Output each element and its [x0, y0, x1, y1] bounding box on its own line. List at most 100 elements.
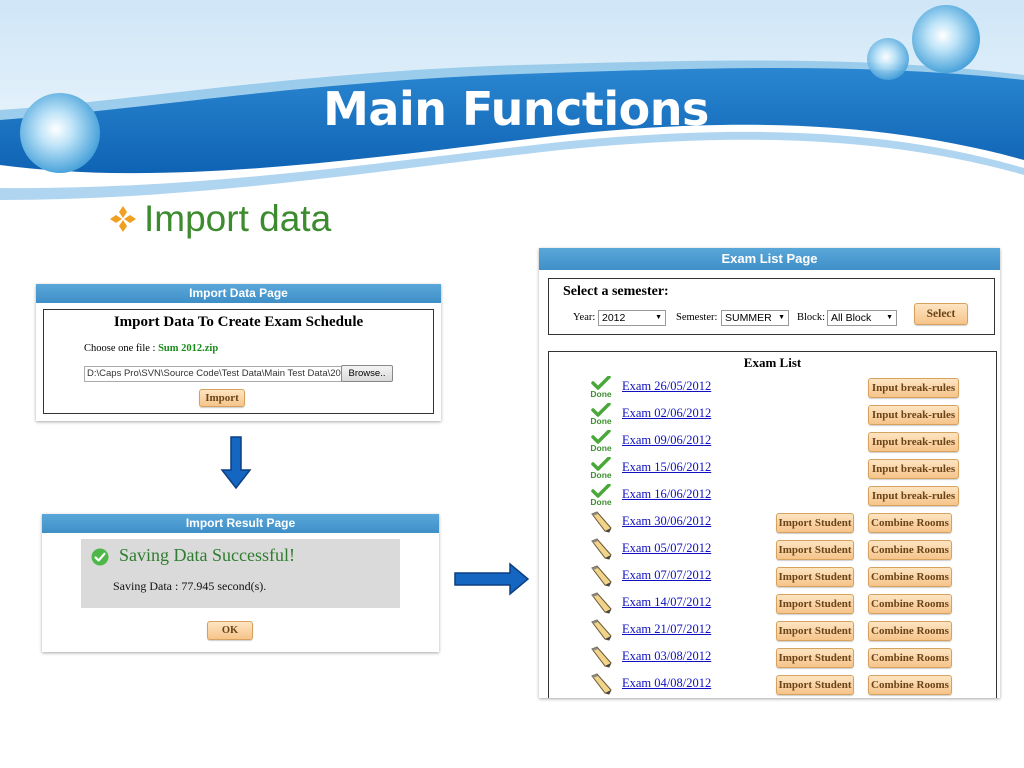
import-page-header: Import Data Page: [36, 284, 441, 303]
diamond-bullet-icon: [110, 206, 136, 232]
import-data-page: Import Data Page Import Data To Create E…: [36, 284, 441, 421]
exam-link[interactable]: Exam 03/08/2012: [622, 649, 712, 663]
semester-selector: Select a semester: Year: 2012 ▼ Semester:…: [548, 278, 995, 335]
import-result-page: Import Result Page Saving Data Successfu…: [42, 514, 439, 652]
exam-page-header: Exam List Page: [539, 248, 1000, 270]
input-break-rules-button[interactable]: Input break-rules: [868, 432, 959, 452]
exam-row: Exam 03/08/2012 Import Student Combine Roo…: [549, 644, 996, 671]
exam-link[interactable]: Exam 26/05/2012: [622, 379, 712, 393]
done-label: Done: [590, 497, 612, 506]
file-path-input[interactable]: D:\Caps Pro\SVN\Source Code\Test Data\Ma…: [84, 366, 342, 382]
result-page-header: Import Result Page: [42, 514, 439, 533]
import-student-button[interactable]: Import Student: [776, 540, 854, 560]
exam-row: Done Exam 16/06/2012 Input break-rules: [549, 482, 996, 509]
exam-link[interactable]: Exam 21/07/2012: [622, 622, 712, 636]
result-message-box: Saving Data Successful! Saving Data : 77…: [81, 539, 400, 608]
semester-select-value: SUMMER: [725, 312, 772, 324]
chevron-down-icon: ▼: [886, 314, 893, 321]
bullet-text: Import data: [144, 198, 332, 239]
pencil-icon: [591, 592, 612, 614]
exam-link[interactable]: Exam 02/06/2012: [622, 406, 712, 420]
pencil-icon: [591, 511, 612, 533]
import-form: Import Data To Create Exam Schedule Choo…: [43, 309, 434, 414]
exam-row: Done Exam 15/06/2012 Input break-rules: [549, 455, 996, 482]
check-circle-icon: [91, 548, 109, 566]
combine-rooms-button[interactable]: Combine Rooms: [868, 621, 952, 641]
exam-row: Done Exam 02/06/2012 Input break-rules: [549, 401, 996, 428]
bullet-item: Import data: [108, 198, 331, 240]
combine-rooms-button[interactable]: Combine Rooms: [868, 594, 952, 614]
import-student-button[interactable]: Import Student: [776, 621, 854, 641]
year-select-value: 2012: [602, 312, 626, 324]
combine-rooms-button[interactable]: Combine Rooms: [868, 567, 952, 587]
import-button[interactable]: Import: [199, 389, 245, 407]
semester-select[interactable]: SUMMER▼: [721, 310, 789, 326]
pencil-icon: [591, 646, 612, 668]
saving-time-text: Saving Data : 77.945 second(s).: [113, 579, 267, 593]
exam-link[interactable]: Exam 05/07/2012: [622, 541, 712, 555]
combine-rooms-button[interactable]: Combine Rooms: [868, 540, 952, 560]
semester-label: Semester:: [676, 312, 718, 323]
done-check-icon: Done: [590, 457, 612, 479]
input-break-rules-button[interactable]: Input break-rules: [868, 405, 959, 425]
semester-title: Select a semester:: [563, 284, 669, 299]
exam-list-page: Exam List Page Select a semester: Year: …: [539, 248, 1000, 698]
exam-row: Exam 07/07/2012 Import Student Combine Roo…: [549, 563, 996, 590]
block-select-value: All Block: [831, 312, 872, 324]
exam-link[interactable]: Exam 16/06/2012: [622, 487, 712, 501]
done-label: Done: [590, 416, 612, 425]
done-check-icon: Done: [590, 376, 612, 398]
exam-row: Done Exam 26/05/2012 Input break-rules: [549, 374, 996, 401]
import-student-button[interactable]: Import Student: [776, 567, 854, 587]
pencil-icon: [591, 673, 612, 695]
exam-link[interactable]: Exam 07/07/2012: [622, 568, 712, 582]
done-check-icon: Done: [590, 403, 612, 425]
input-break-rules-button[interactable]: Input break-rules: [868, 486, 959, 506]
exam-row: Done Exam 09/06/2012 Input break-rules: [549, 428, 996, 455]
block-label: Block:: [797, 312, 825, 323]
import-student-button[interactable]: Import Student: [776, 675, 854, 695]
chosen-file-name: Sum 2012.zip: [158, 343, 219, 354]
pencil-icon: [591, 619, 612, 641]
exam-row: Exam 14/07/2012 Import Student Combine Roo…: [549, 590, 996, 617]
exam-link[interactable]: Exam 30/06/2012: [622, 514, 712, 528]
select-button[interactable]: Select: [914, 303, 968, 325]
choose-file-row: Choose one file : Sum 2012.zip: [84, 343, 218, 354]
header-banner: [0, 0, 1024, 215]
exam-list-title: Exam List: [743, 355, 802, 370]
exam-row: Exam 30/06/2012 Import Student Combine Roo…: [549, 509, 996, 536]
slide-title: Main Functions: [323, 82, 709, 136]
pencil-icon: [591, 565, 612, 587]
exam-link[interactable]: Exam 04/08/2012: [622, 676, 712, 690]
input-break-rules-button[interactable]: Input break-rules: [868, 459, 959, 479]
done-check-icon: Done: [590, 484, 612, 506]
combine-rooms-button[interactable]: Combine Rooms: [868, 513, 952, 533]
import-student-button[interactable]: Import Student: [776, 648, 854, 668]
exam-row: Exam 04/08/2012 Import Student Combine Roo…: [549, 671, 996, 698]
combine-rooms-button[interactable]: Combine Rooms: [868, 648, 952, 668]
chevron-down-icon: ▼: [655, 314, 662, 321]
ok-button[interactable]: OK: [207, 621, 253, 640]
exam-row: Exam 05/07/2012 Import Student Combine Roo…: [549, 536, 996, 563]
exam-link[interactable]: Exam 15/06/2012: [622, 460, 712, 474]
year-label: Year:: [573, 312, 596, 323]
year-select[interactable]: 2012 ▼: [598, 310, 666, 326]
combine-rooms-button[interactable]: Combine Rooms: [868, 675, 952, 695]
arrow-right-icon: [454, 562, 530, 596]
done-label: Done: [590, 443, 612, 452]
exam-link[interactable]: Exam 09/06/2012: [622, 433, 712, 447]
done-label: Done: [590, 389, 612, 398]
exam-row: Exam 21/07/2012 Import Student Combine Roo…: [549, 617, 996, 644]
input-break-rules-button[interactable]: Input break-rules: [868, 378, 959, 398]
import-student-button[interactable]: Import Student: [776, 594, 854, 614]
block-select[interactable]: All Block ▼: [827, 310, 897, 326]
done-check-icon: Done: [590, 430, 612, 452]
arrow-down-icon: [220, 436, 252, 490]
success-message: Saving Data Successful!: [119, 545, 295, 565]
import-student-button[interactable]: Import Student: [776, 513, 854, 533]
exam-link[interactable]: Exam 14/07/2012: [622, 595, 712, 609]
import-form-title: Import Data To Create Exam Schedule: [113, 314, 364, 330]
pencil-icon: [591, 538, 612, 560]
browse-button[interactable]: Browse..: [341, 365, 393, 382]
